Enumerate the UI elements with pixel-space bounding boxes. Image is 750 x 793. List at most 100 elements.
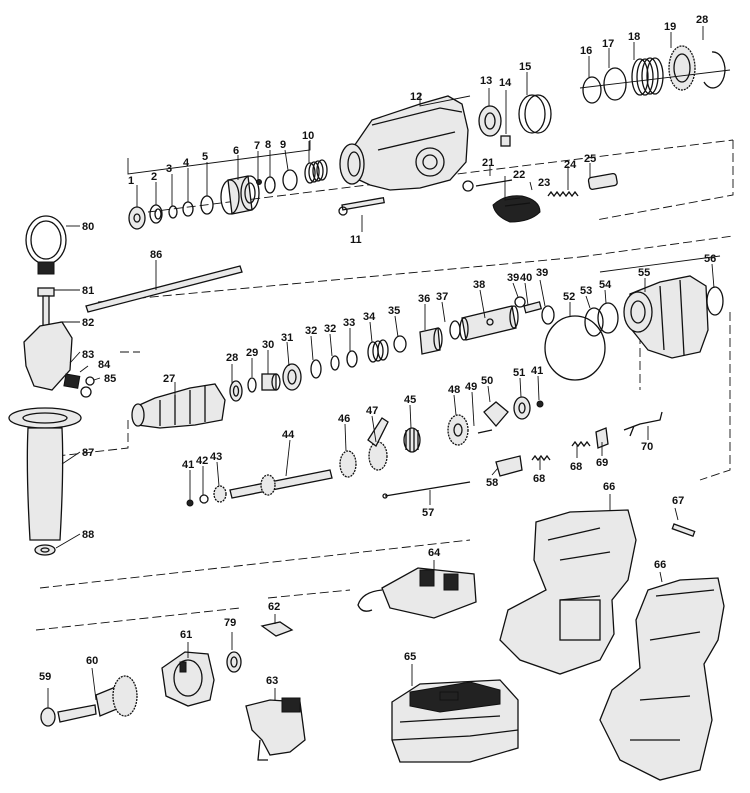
part-35-ring: [393, 335, 407, 353]
part-68-spring-b: [571, 440, 591, 448]
label-part-64: 64: [428, 547, 441, 559]
part-69-latch: [595, 427, 609, 449]
label-part-32-b: 32: [324, 323, 336, 335]
label-part-53: 53: [580, 285, 592, 297]
label-part-31: 31: [281, 332, 293, 344]
part-22-pin: [475, 179, 513, 187]
label-part-28-top: 28: [696, 14, 708, 26]
label-part-60: 60: [86, 655, 98, 667]
part-28-circlip: [703, 51, 726, 89]
part-15-sleeve: [518, 94, 552, 134]
label-part-10: 10: [302, 130, 314, 142]
part-2-sleeve: [149, 204, 163, 224]
part-63-switch: [245, 697, 306, 761]
part-labels: 1 2 3 4 5 6 7 8 9 10 11 12 13 14 15 16 1…: [39, 14, 716, 687]
label-part-80: 80: [82, 221, 94, 233]
part-6-locking-sleeve: [220, 175, 260, 215]
label-part-4: 4: [183, 157, 190, 169]
label-part-87: 87: [82, 447, 94, 459]
part-30-sleeve: [261, 373, 281, 391]
part-31-sleeve: [282, 363, 302, 391]
part-62-lever: [260, 621, 294, 637]
part-68-spring: [531, 454, 551, 462]
part-1-front-cap: [128, 206, 146, 230]
part-49-key: [477, 429, 493, 434]
label-part-17: 17: [602, 38, 614, 50]
label-part-38: 38: [473, 279, 485, 291]
label-part-58: 58: [486, 477, 498, 489]
part-51-bearing: [513, 396, 531, 420]
middle-row-parts: [131, 275, 724, 429]
part-56-ring: [706, 286, 724, 316]
motor-electronics-parts: [40, 509, 725, 781]
part-3-ring: [168, 205, 178, 219]
part-4-ring: [182, 201, 194, 217]
part-44-intermediate-shaft: [229, 469, 333, 499]
part-55-gearbox-flange: [623, 275, 709, 359]
label-part-69: 69: [596, 457, 608, 469]
label-part-27: 27: [163, 373, 175, 385]
label-part-79: 79: [224, 617, 236, 629]
part-58-bracket: [495, 455, 523, 477]
part-70-lever: [623, 411, 663, 437]
label-part-41-a: 41: [182, 459, 194, 471]
label-part-24: 24: [564, 159, 577, 171]
label-part-55: 55: [638, 267, 650, 279]
label-part-88: 88: [82, 529, 94, 541]
part-27-tool-holder: [131, 383, 226, 429]
label-part-48: 48: [448, 384, 460, 396]
label-part-66-b: 66: [654, 559, 666, 571]
part-9-ring: [282, 169, 298, 191]
label-part-5: 5: [202, 151, 208, 163]
label-part-51: 51: [513, 367, 525, 379]
part-38-cylinder: [459, 305, 519, 341]
label-part-49: 49: [465, 381, 477, 393]
part-23-selector-knob: [492, 195, 541, 223]
part-45-needle-bearing: [403, 427, 421, 453]
third-row-parts: [186, 396, 663, 507]
label-part-2: 2: [151, 171, 157, 183]
part-34-spring: [367, 339, 389, 363]
part-65-battery: [391, 679, 519, 763]
part-57-rod: [384, 481, 471, 497]
label-part-23: 23: [538, 177, 550, 189]
label-part-67: 67: [672, 495, 684, 507]
top-row-parts: [128, 45, 726, 230]
part-12-gear-housing: [339, 95, 469, 191]
part-13-bearing: [478, 105, 502, 137]
label-part-45: 45: [404, 394, 416, 406]
part-83-insert: [63, 373, 81, 389]
part-10-spring: [304, 159, 328, 184]
label-part-62: 62: [268, 601, 280, 613]
part-79-bearing: [226, 651, 242, 673]
part-61-stator: [161, 651, 215, 707]
part-66-housing-right: [599, 577, 725, 781]
part-7-ball: [256, 179, 262, 185]
part-60-rotor: [57, 675, 138, 723]
label-part-46: 46: [338, 413, 350, 425]
label-part-81: 81: [82, 285, 94, 297]
part-50-clutch-plate: [483, 401, 509, 427]
label-part-40: 40: [520, 272, 532, 284]
part-21-washer: [462, 180, 474, 192]
label-part-52: 52: [563, 291, 575, 303]
part-41-clip: [186, 499, 194, 507]
label-part-61: 61: [180, 629, 192, 641]
label-part-82: 82: [82, 317, 94, 329]
label-part-28-mid: 28: [226, 352, 238, 364]
part-53-ring: [584, 307, 604, 337]
part-24-spring: [547, 190, 579, 198]
part-48-gear: [447, 414, 469, 446]
leader-lines: [47, 26, 731, 708]
label-part-29: 29: [246, 347, 258, 359]
part-8-ring: [264, 176, 276, 194]
part-36-striker: [419, 327, 443, 355]
label-part-56: 56: [704, 253, 716, 265]
part-40-clip: [523, 301, 543, 314]
part-85-washer: [85, 376, 95, 386]
part-14-nut: [500, 135, 511, 147]
part-82-handle-head: [23, 321, 73, 391]
part-67-screw: [671, 523, 696, 538]
label-part-63: 63: [266, 675, 278, 687]
